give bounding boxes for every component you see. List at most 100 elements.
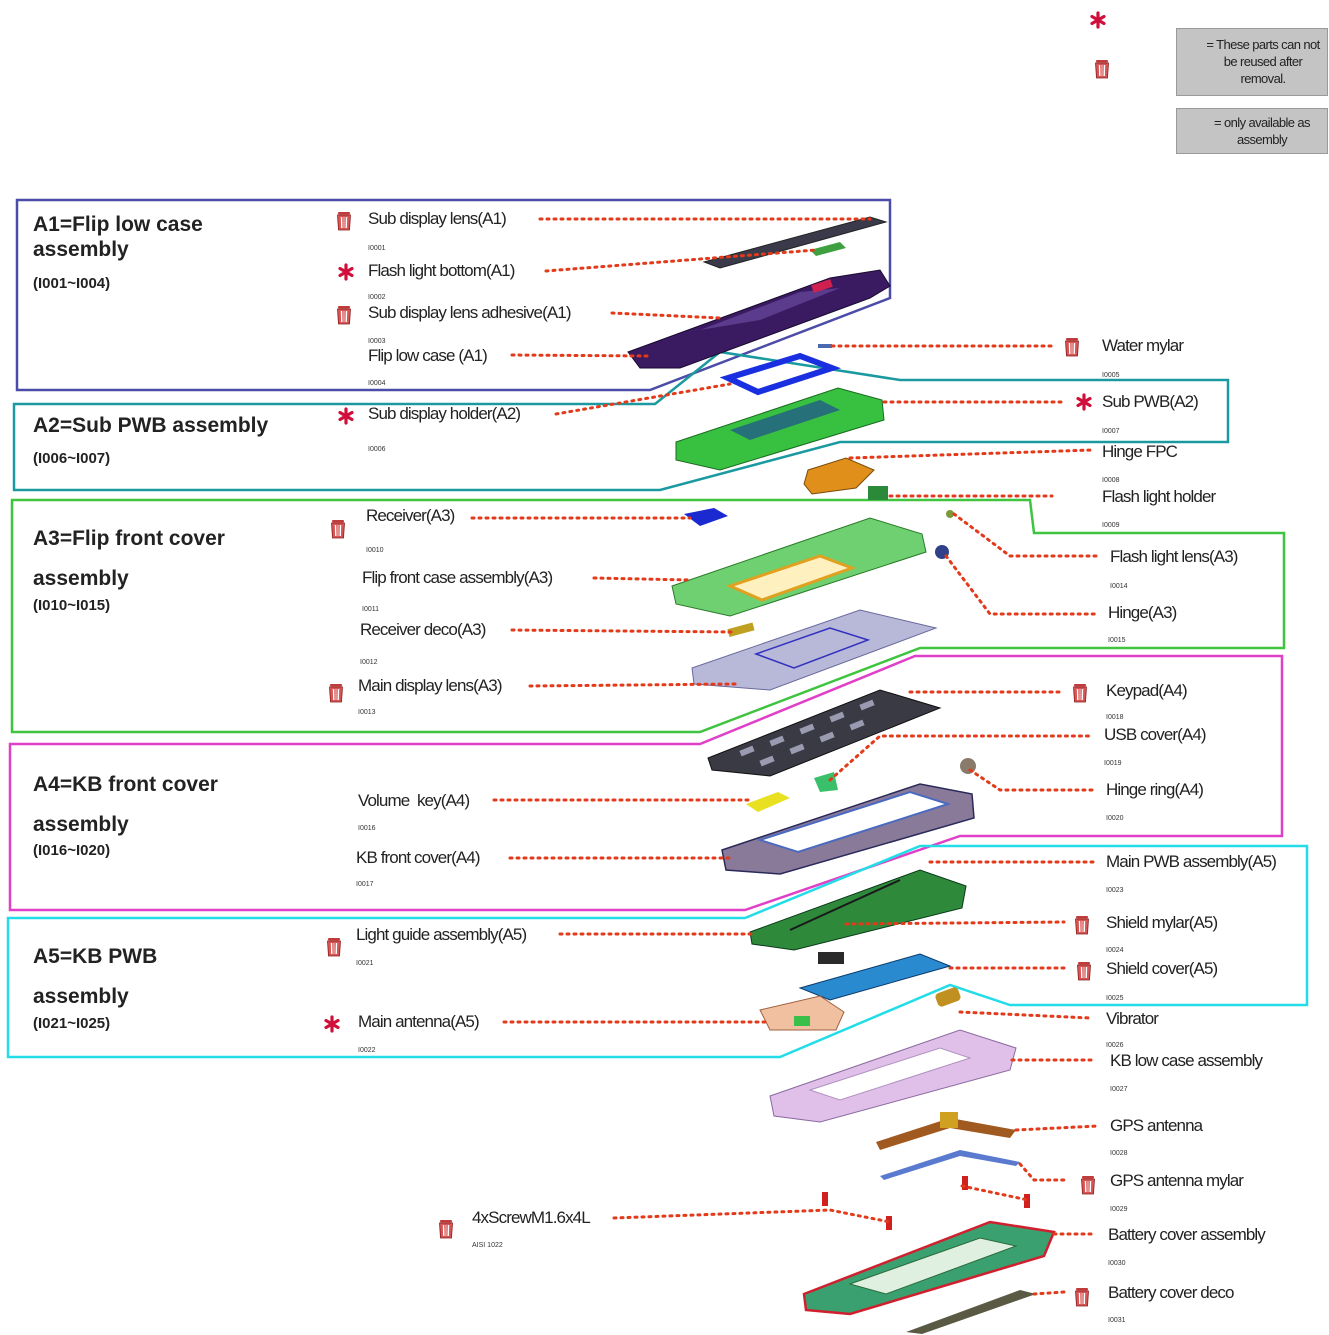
part-label: Flip front case assembly(A3) — [362, 568, 553, 587]
part-label: Hinge(A3) — [1108, 603, 1177, 622]
leader-lines — [470, 217, 1100, 1296]
receiver-part — [684, 508, 728, 526]
gps-antenna-mylar-part — [880, 1150, 1020, 1180]
vibrator-part — [935, 987, 961, 1007]
group-a2-outline — [12, 350, 1230, 492]
group-a3-range: (I010~I015) — [33, 597, 111, 614]
flash-light-lens-part — [946, 510, 954, 518]
part-label: Battery cover assembly — [1108, 1225, 1266, 1244]
group-a5-title: A5=KB PWB assembly — [33, 945, 158, 1008]
part-code: I0002 — [368, 294, 386, 301]
main-antenna-part — [759, 995, 845, 1031]
part-code: AISI 1022 — [472, 1242, 503, 1249]
part-label: Shield cover(A5) — [1106, 959, 1218, 978]
group-a2-range: (I006~I007) — [33, 450, 111, 467]
legend-no-reuse — [1176, 28, 1328, 96]
part-label: Hinge FPC — [1102, 442, 1178, 461]
part-label: Flash light lens(A3) — [1110, 547, 1238, 566]
part-label: GPS antenna — [1110, 1116, 1203, 1135]
part-code: I0018 — [1106, 714, 1124, 721]
part-label: GPS antenna mylar — [1110, 1171, 1244, 1190]
part-code: I0010 — [366, 547, 384, 554]
part-code: I0012 — [360, 659, 378, 666]
part-label: Hinge ring(A4) — [1106, 780, 1204, 799]
part-label: Main PWB assembly(A5) — [1106, 852, 1277, 871]
flash-light-bottom-part — [810, 242, 846, 256]
part-code: I0028 — [1110, 1150, 1128, 1157]
part-code: I0016 — [358, 825, 376, 832]
hinge-ring-part — [960, 758, 976, 774]
part-code: I0011 — [362, 606, 379, 613]
part-code: I0003 — [368, 338, 386, 345]
part-label: Water mylar — [1102, 336, 1184, 355]
group-a1-outline — [15, 198, 892, 392]
part-code: I0026 — [1106, 1042, 1124, 1049]
part-label: Light guide assembly(A5) — [356, 925, 527, 944]
part-code: I0008 — [1102, 477, 1120, 484]
group-a3-title: A3=Flip front cover assembly — [33, 527, 225, 590]
part-code: I0021 — [356, 960, 374, 967]
volume-key-part — [746, 792, 790, 812]
legend-assembly-only — [1176, 108, 1328, 154]
main-display-lens-part — [691, 609, 938, 691]
part-code: I0005 — [1102, 372, 1120, 379]
part-code: I0006 — [368, 446, 386, 453]
part-code: I0023 — [1106, 887, 1124, 894]
part-code: I0009 — [1102, 522, 1120, 529]
legend-no-reuse-text: = These parts can not be reused after re… — [1206, 37, 1320, 86]
part-code: I0019 — [1104, 760, 1122, 767]
shield-mylar-part — [818, 952, 844, 964]
part-label: Main antenna(A5) — [358, 1012, 480, 1031]
hinge-fpc-part — [803, 457, 875, 495]
battery-cover-deco-part — [906, 1290, 1036, 1334]
part-label: KB low case assembly — [1110, 1051, 1263, 1070]
water-mylar-part — [818, 344, 832, 348]
part-code: I0020 — [1106, 815, 1124, 822]
part-label: Receiver(A3) — [366, 506, 455, 525]
group-a5-outline — [6, 844, 1309, 1059]
main-pwb-part — [749, 869, 967, 951]
sub-display-lens-part — [702, 216, 888, 269]
group-a1-range: (I001~I004) — [33, 275, 111, 292]
part-code: I0029 — [1110, 1206, 1128, 1213]
part-label: 4xScrewM1.6x4L — [472, 1208, 591, 1227]
part-label: KB front cover(A4) — [356, 848, 481, 867]
part-label: Keypad(A4) — [1106, 681, 1188, 700]
part-code: I0024 — [1106, 947, 1124, 954]
part-code: I0014 — [1110, 583, 1128, 590]
part-label: Main display lens(A3) — [358, 676, 503, 695]
group-a5-range: (I021~I025) — [33, 1015, 111, 1032]
group-a1-title: A1=Flip low case assembly — [33, 213, 203, 261]
part-code: I0030 — [1108, 1260, 1126, 1267]
part-label: Sub display lens(A1) — [368, 209, 507, 228]
group-a4-range: (I016~I020) — [33, 842, 111, 859]
part-code: I0025 — [1106, 995, 1124, 1002]
part-code: I0001 — [368, 245, 386, 252]
part-label: Volume key(A4) — [358, 791, 470, 810]
flash-light-holder-part — [868, 486, 888, 500]
part-label: Flip low case (A1) — [368, 346, 488, 365]
group-a4-title: A4=KB front cover assembly — [33, 773, 218, 836]
part-code: I0031 — [1108, 1317, 1126, 1324]
part-code: I0004 — [368, 380, 386, 387]
part-code: I0027 — [1110, 1086, 1128, 1093]
part-label: Sub display holder(A2) — [368, 404, 521, 423]
legend-assembly-only-text: = only available as assembly — [1214, 115, 1311, 147]
screws-part — [822, 1176, 1030, 1230]
part-label: Vibrator — [1106, 1009, 1159, 1028]
part-code: I0022 — [358, 1047, 376, 1054]
part-code: I0007 — [1102, 428, 1120, 435]
usb-cover-part — [814, 772, 838, 792]
part-label: USB cover(A4) — [1104, 725, 1207, 744]
part-label: Sub PWB(A2) — [1102, 392, 1199, 411]
part-label: Flash light bottom(A1) — [368, 261, 515, 280]
part-code: I0015 — [1108, 637, 1126, 644]
group-a4-outline — [8, 654, 1284, 912]
gps-antenna-part — [876, 1118, 1016, 1150]
part-label: Battery cover deco — [1108, 1283, 1234, 1302]
part-code: I0013 — [358, 709, 376, 716]
part-code: I0017 — [356, 881, 374, 888]
keypad-part — [707, 689, 942, 777]
